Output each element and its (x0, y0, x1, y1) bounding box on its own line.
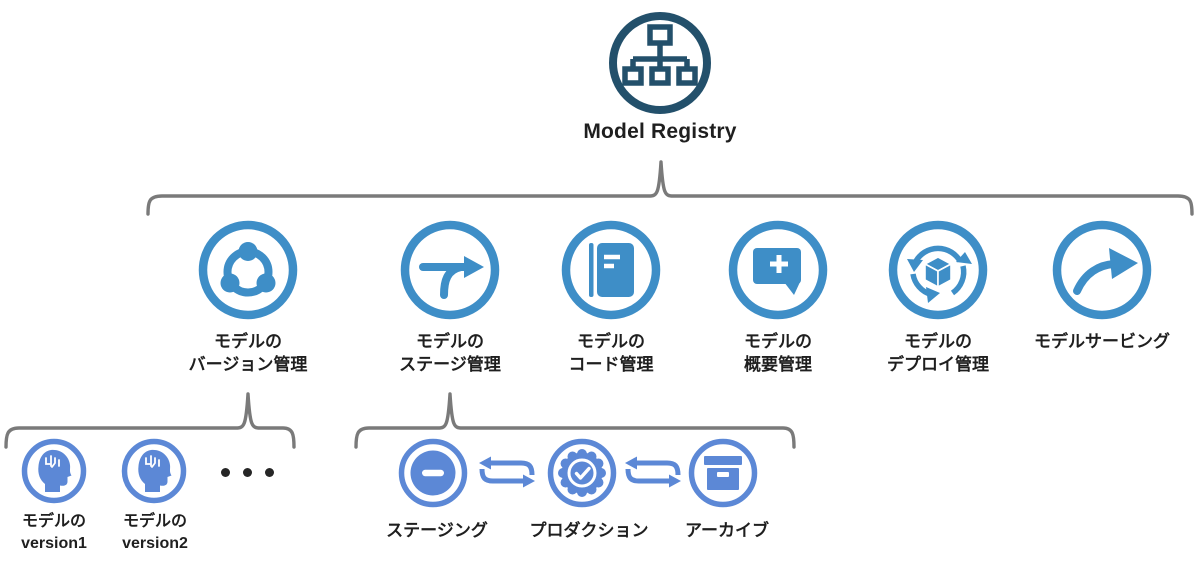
feature-label-code: モデルのコード管理 (568, 332, 654, 374)
feature-label-deploy: モデルのデプロイ管理 (887, 332, 989, 374)
feature-label-stage: モデルのステージ管理 (399, 332, 501, 374)
model-head-icon (121, 438, 187, 504)
feature-label-summary: モデルの概要管理 (744, 332, 812, 374)
comment-plus-icon (728, 220, 828, 320)
model-head-icon (21, 438, 87, 504)
versions-brace (4, 392, 296, 449)
forward-arrow-icon (1052, 220, 1152, 320)
feature-label-version: モデルのバージョン管理 (188, 332, 308, 374)
deploy-cycle-box-icon (888, 220, 988, 320)
feature-label-serving: モデルサービング (1034, 332, 1170, 351)
merge-arrow-icon (400, 220, 500, 320)
stages-brace (354, 392, 796, 449)
top-brace (146, 160, 1194, 216)
stage-label-archive: アーカイブ (685, 521, 769, 540)
verified-badge-icon (547, 438, 617, 508)
ellipsis-icon (221, 468, 274, 477)
share-nodes-icon (198, 220, 298, 320)
page-title: Model Registry (583, 120, 737, 143)
stage-label-production: プロダクション (529, 521, 649, 540)
archive-box-icon (688, 438, 758, 508)
swap-arrows-icon (479, 456, 535, 488)
stage-label-staging: ステージング (386, 521, 488, 540)
swap-arrows-icon (625, 456, 681, 488)
hierarchy-sitemap-icon (609, 12, 711, 114)
minus-circle-icon (398, 438, 468, 508)
notebook-icon (561, 220, 661, 320)
